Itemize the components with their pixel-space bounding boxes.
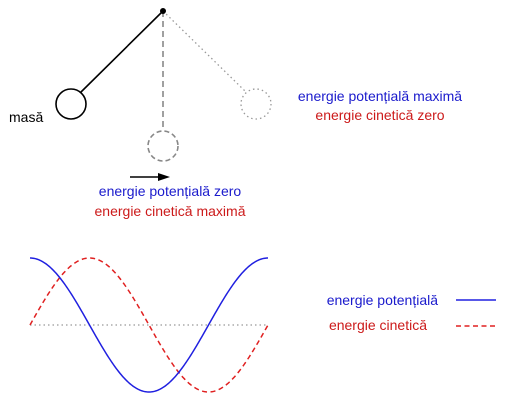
bottom-potential-label: energie potențială zero [99, 183, 242, 199]
pendulum-bob-left [55, 88, 87, 120]
right-potential-label: energie potențială maximă [298, 88, 462, 104]
mass-label: masă [9, 109, 43, 125]
velocity-arrowhead [158, 173, 170, 181]
pendulum-bob-right [240, 88, 272, 120]
legend-potential-label: energie potențială [327, 292, 439, 308]
pivot-point [160, 8, 166, 14]
pendulum-rod-left [80, 10, 164, 93]
potential-energy-curve [29, 257, 269, 393]
kinetic-energy-curve [29, 257, 269, 393]
pendulum-rod-right [162, 10, 247, 93]
pendulum-bob-center [147, 130, 179, 162]
right-kinetic-label: energie cinetică zero [315, 107, 444, 123]
legend-kinetic-label: energie cinetică [329, 317, 427, 333]
bottom-kinetic-label: energie cinetică maximă [95, 203, 246, 219]
